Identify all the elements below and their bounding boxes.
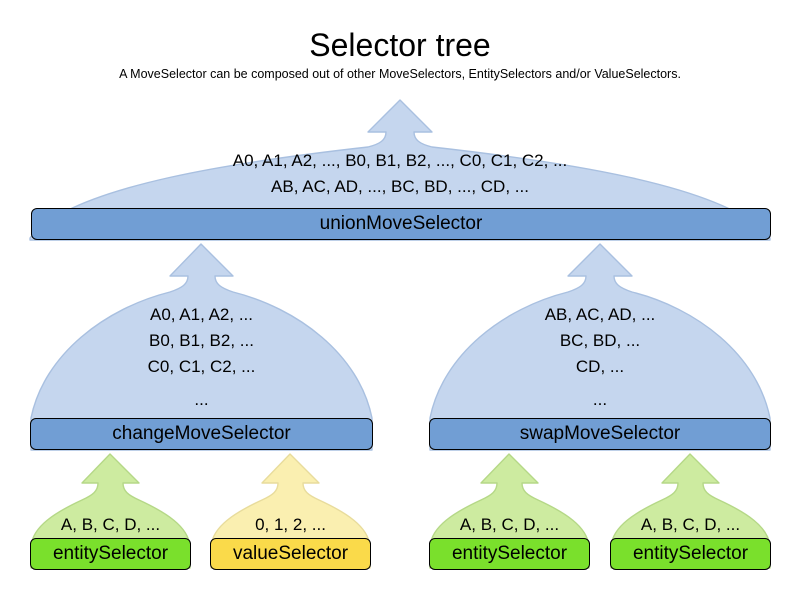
- node-change-value-selector[interactable]: 0, 1, 2, ... valueSelector: [209, 452, 372, 570]
- union-move-selector-label[interactable]: unionMoveSelector: [31, 208, 771, 240]
- page-title: Selector tree: [309, 27, 491, 63]
- page-subtitle: A MoveSelector can be composed out of ot…: [119, 67, 681, 81]
- node-swap-entity-selector-right[interactable]: A, B, C, D, ... entitySelector: [609, 452, 772, 570]
- node-swap-entity-selector-left[interactable]: A, B, C, D, ... entitySelector: [428, 452, 591, 570]
- change-move-selector-label[interactable]: changeMoveSelector: [30, 418, 373, 450]
- change-value-selector-label[interactable]: valueSelector: [210, 538, 371, 570]
- swap-move-selector-label[interactable]: swapMoveSelector: [429, 418, 771, 450]
- swap-entity-selector-left-label[interactable]: entitySelector: [429, 538, 590, 570]
- node-change-move-selector[interactable]: A0, A1, A2, ... B0, B1, B2, ... C0, C1, …: [29, 242, 374, 452]
- node-change-entity-selector[interactable]: A, B, C, D, ... entitySelector: [29, 452, 192, 570]
- union-funnel-arrow-shape: [29, 99, 771, 241]
- swap-funnel-arrow-shape: [429, 243, 771, 451]
- swap-entity-selector-right-label[interactable]: entitySelector: [610, 538, 771, 570]
- change-entity-selector-label[interactable]: entitySelector: [30, 538, 191, 570]
- node-union-move-selector[interactable]: A0, A1, A2, ..., B0, B1, B2, ..., C0, C1…: [28, 98, 772, 242]
- change-funnel-arrow-shape: [30, 243, 373, 451]
- node-swap-move-selector[interactable]: AB, AC, AD, ... BC, BD, ... CD, ... ... …: [428, 242, 772, 452]
